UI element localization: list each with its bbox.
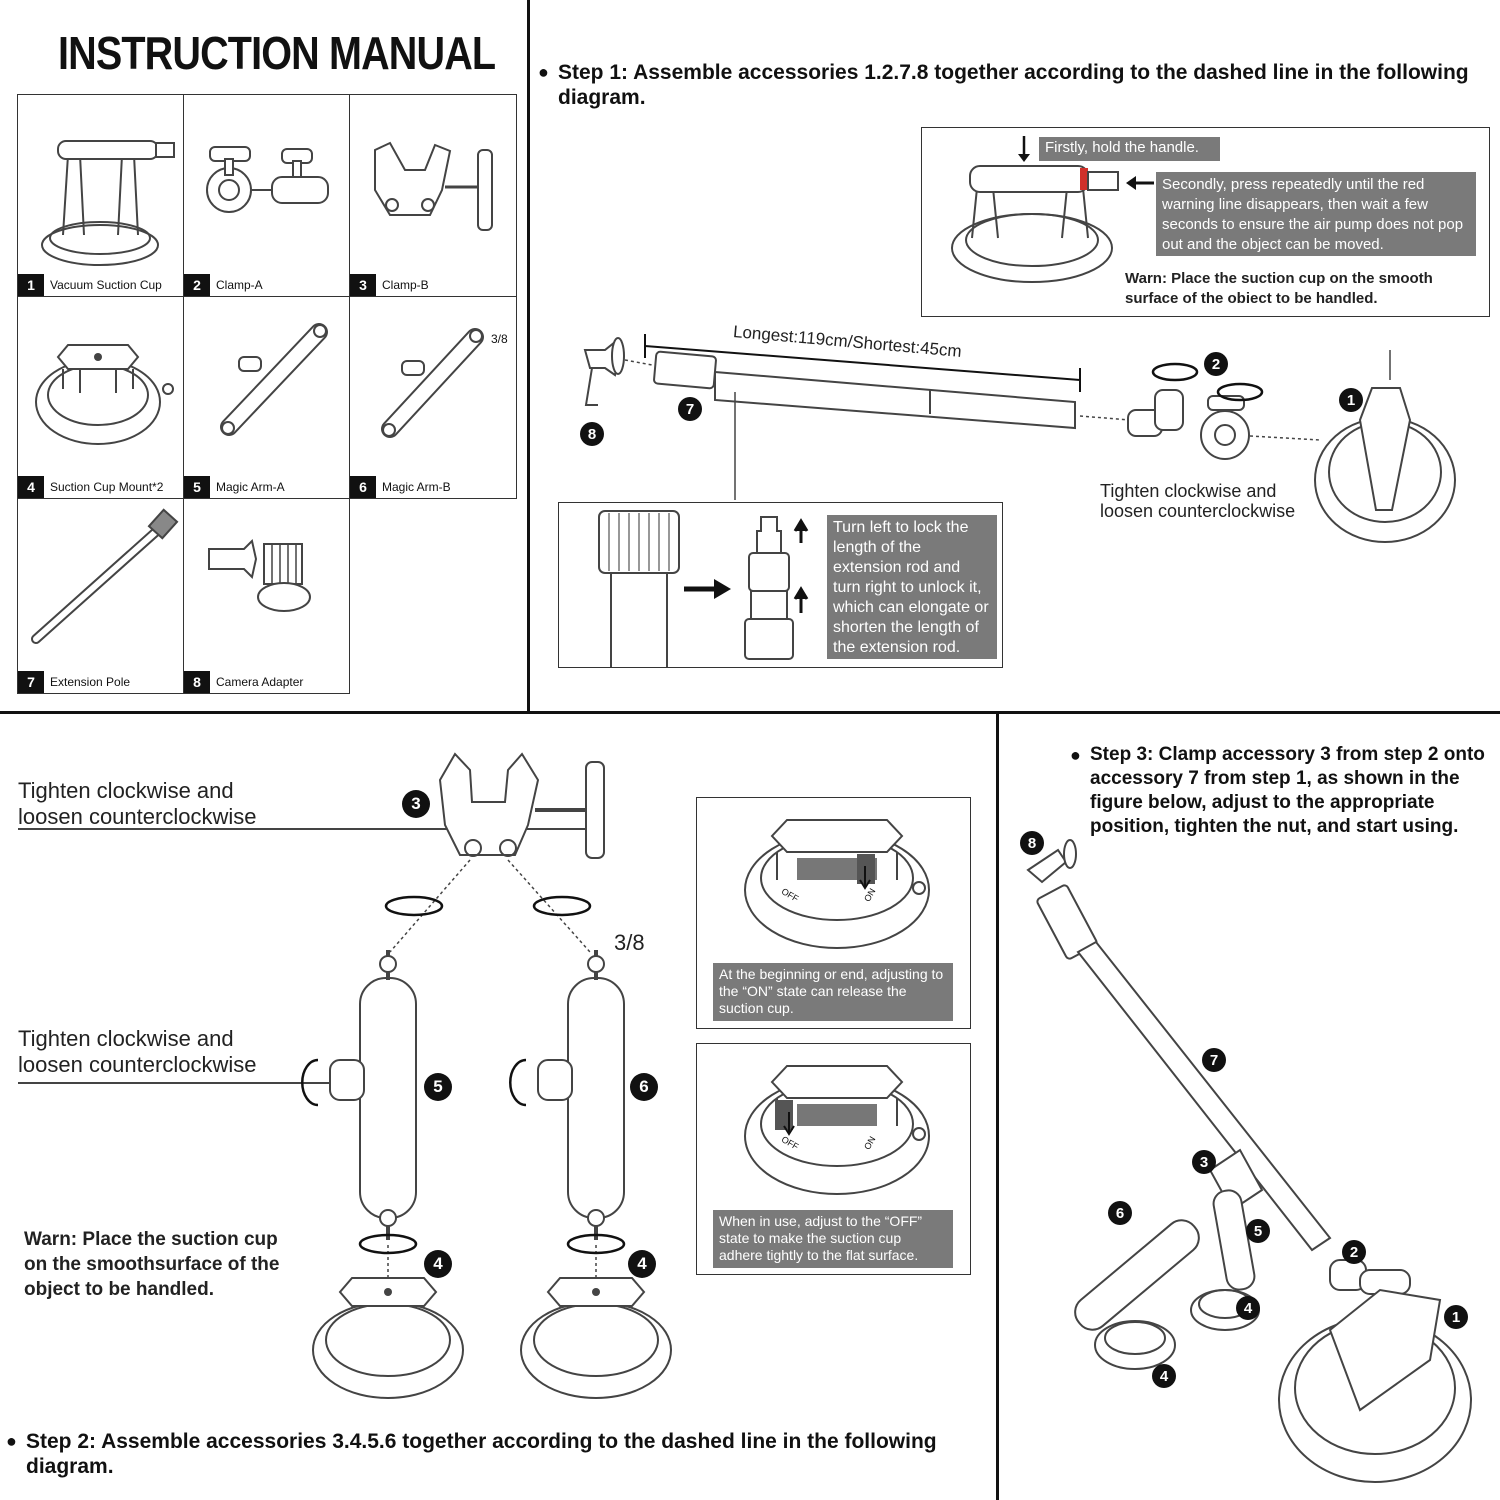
- part-cell-7: 7 Extension Pole: [17, 498, 184, 694]
- part-number: 8: [184, 671, 210, 693]
- step2-assembly-diagram: [301, 752, 672, 1399]
- suction-cup-on-icon: [744, 819, 930, 949]
- badge-2: 2: [1342, 1240, 1366, 1264]
- part-cell-2: 2 Clamp-A: [183, 94, 350, 297]
- badge-1: 1: [1444, 1305, 1468, 1329]
- vacuum-suction-cup-icon: [41, 140, 175, 266]
- part-number: 2: [184, 274, 210, 296]
- lock-label: Turn left to lock the length of the exte…: [827, 515, 997, 659]
- page-title: INSTRUCTION MANUAL: [58, 27, 496, 79]
- divider-horizontal: [0, 711, 1500, 714]
- part-cell-4: 4 Suction Cup Mount*2: [17, 296, 184, 499]
- badge-4: 4: [1236, 1296, 1260, 1320]
- badge-6: 6: [630, 1073, 658, 1101]
- step1-instruction: Step 1: Assemble accessories 1.2.7.8 tog…: [558, 61, 1469, 109]
- badge-1: 1: [1339, 388, 1363, 412]
- step1-assembly-diagram: [583, 334, 1456, 543]
- press-label: Secondly, press repeatedly until the red…: [1156, 172, 1476, 256]
- suction-cup-off-icon: [744, 1065, 930, 1195]
- part-cell-6: 3/8 6 Magic Arm-B: [349, 296, 517, 499]
- badge-3: 3: [1192, 1150, 1216, 1174]
- hold-handle-label: Firstly, hold the handle.: [1039, 137, 1220, 161]
- step1-warn: Warn: Place the suction cup on the smoot…: [1125, 270, 1433, 307]
- step2-tighten-note-1: Tighten clockwise and loosen countercloc…: [18, 778, 257, 829]
- lock-instruction-box: Turn left to lock the length of the exte…: [558, 502, 1003, 668]
- badge-2: 2: [1204, 352, 1228, 376]
- camera-adapter-icon: [208, 539, 311, 612]
- bullet-icon: ●: [538, 62, 549, 82]
- part-name: Suction Cup Mount*2: [50, 480, 164, 494]
- badge-6: 6: [1108, 1201, 1132, 1225]
- bullet-icon: ●: [1070, 745, 1081, 765]
- bullet-icon: ●: [6, 1431, 17, 1451]
- step3-assembly-diagram: [1026, 839, 1472, 1483]
- clamp-b-icon: [374, 141, 493, 231]
- extension-pole-icon: [31, 508, 179, 644]
- off-state-note: When in use, adjust to the “OFF” state t…: [713, 1210, 953, 1268]
- part-name: Vacuum Suction Cup: [50, 278, 162, 292]
- badge-8: 8: [580, 422, 604, 446]
- part-name: Camera Adapter: [216, 675, 304, 689]
- part-name: Magic Arm-A: [216, 480, 285, 494]
- badge-4: 4: [424, 1250, 452, 1278]
- part-number: 4: [18, 476, 44, 498]
- magic-arm-a-icon: [220, 323, 328, 436]
- step1-text: ● Step 1: Assemble accessories 1.2.7.8 to…: [538, 60, 1488, 110]
- divider-vertical-bottom: [996, 713, 999, 1500]
- step3-text: ● Step 3: Clamp accessory 3 from step 2 o…: [1070, 743, 1495, 839]
- divider-vertical-top: [527, 0, 530, 713]
- thread-size-label: 3/8: [614, 930, 645, 955]
- badge-7: 7: [1202, 1048, 1226, 1072]
- step1-tighten-note: Tighten clockwise and loosen countercloc…: [1100, 481, 1296, 521]
- suction-off-box: OFF ON When in use, adjust to the “OFF” …: [696, 1043, 971, 1275]
- on-state-note: At the beginning or end, adjusting to th…: [713, 963, 953, 1021]
- step2-instruction: Step 2: Assemble accessories 3.4.5.6 tog…: [26, 1430, 937, 1478]
- part-number: 6: [350, 476, 376, 498]
- clamp-a-icon: [206, 146, 329, 213]
- vacuum-suction-cup-icon: [951, 136, 1154, 283]
- part-number: 7: [18, 671, 44, 693]
- part-number: 1: [18, 274, 44, 296]
- part-name: Clamp-B: [382, 278, 429, 292]
- part-name: Magic Arm-B: [382, 480, 451, 494]
- part-number: 5: [184, 476, 210, 498]
- part-name: Extension Pole: [50, 675, 131, 689]
- suction-on-box: OFF ON At the beginning or end, adjustin…: [696, 797, 971, 1029]
- extension-lock-icon: [598, 510, 809, 667]
- badge-4: 4: [628, 1250, 656, 1278]
- leader-line: [18, 1082, 348, 1084]
- badge-5: 5: [424, 1073, 452, 1101]
- step2-tighten-note-2: Tighten clockwise and loosen countercloc…: [18, 1026, 257, 1077]
- badge-3: 3: [402, 790, 430, 818]
- suction-cup-mount-icon: [35, 344, 174, 445]
- part-cell-5: 5 Magic Arm-A: [183, 296, 350, 499]
- step2-warn: Warn: Place the suction cup on the smoot…: [24, 1229, 280, 1300]
- thread-size-label: 3/8: [491, 332, 508, 346]
- leader-line: [18, 828, 598, 830]
- part-number: 3: [350, 274, 376, 296]
- part-cell-1: 1 Vacuum Suction Cup: [17, 94, 184, 297]
- step2-text: ● Step 2: Assemble accessories 3.4.5.6 to…: [6, 1429, 976, 1479]
- badge-8: 8: [1020, 831, 1044, 855]
- badge-7: 7: [678, 397, 702, 421]
- step3-instruction: Step 3: Clamp accessory 3 from step 2 on…: [1090, 744, 1485, 837]
- badge-4: 4: [1152, 1364, 1176, 1388]
- part-name: Clamp-A: [216, 278, 263, 292]
- part-cell-3: 3 Clamp-B: [349, 94, 517, 297]
- step1-handle-box: Firstly, hold the handle. Secondly, pres…: [921, 127, 1490, 317]
- magic-arm-b-icon: [381, 328, 484, 438]
- badge-5: 5: [1246, 1219, 1270, 1243]
- part-cell-8: 8 Camera Adapter: [183, 498, 350, 694]
